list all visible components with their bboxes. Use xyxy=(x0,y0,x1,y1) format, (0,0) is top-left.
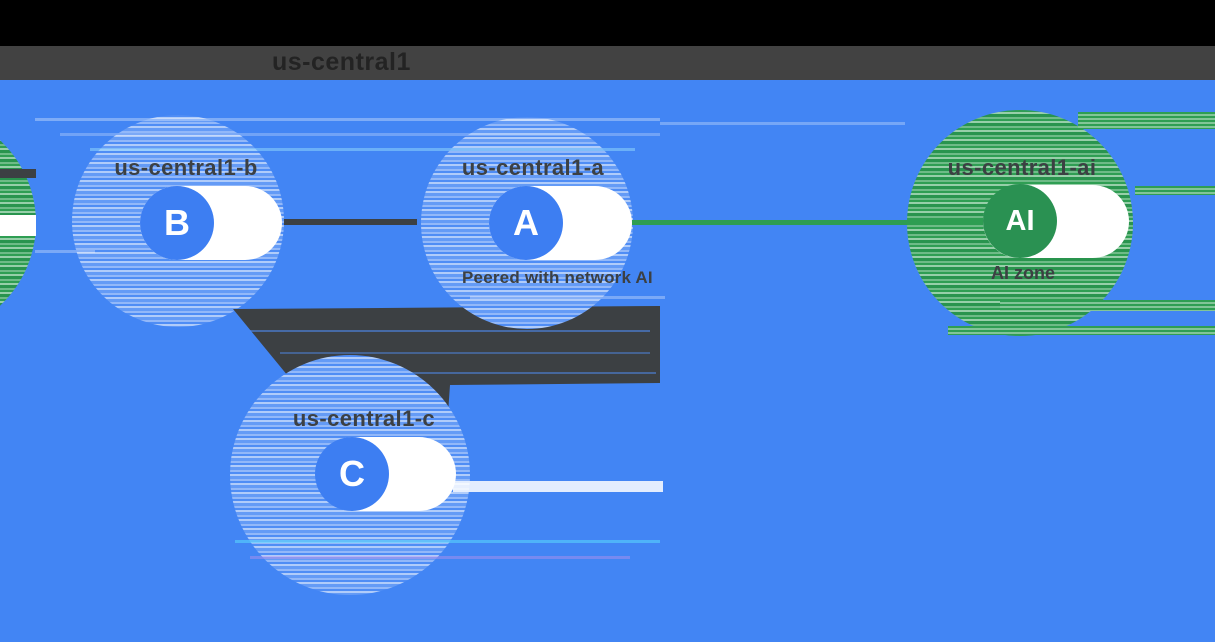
artifact-stripe xyxy=(250,556,630,559)
zone-b-label: us-central1-b xyxy=(114,155,258,180)
artifact-stripe xyxy=(235,540,660,543)
zone-ai-label: us-central1-ai xyxy=(947,155,1097,180)
region-title-bar xyxy=(0,46,1215,80)
zone-ai-node: AI xyxy=(983,184,1057,258)
peering-label: Peered with network AI xyxy=(462,268,653,287)
artifact-stripe xyxy=(60,133,660,136)
zone-a-node: A xyxy=(489,186,563,260)
artifact-stripe xyxy=(453,481,663,492)
zone-ai-letter: AI xyxy=(1005,204,1035,237)
green-edge-band xyxy=(1000,300,1215,311)
artifact-stripe xyxy=(90,148,635,151)
left-edge-zone-label-fragment xyxy=(0,169,36,178)
zone-c-label: us-central1-c xyxy=(292,406,436,431)
zone-b-node: B xyxy=(140,186,214,260)
artifact-stripe xyxy=(35,250,95,253)
artifact-stripe xyxy=(660,122,905,125)
left-edge-zone-pill-fragment xyxy=(0,215,36,236)
dark-mass-shape xyxy=(233,306,660,428)
link-b-to-a xyxy=(284,219,417,225)
green-edge-band xyxy=(1135,186,1215,195)
zone-ai-sublabel: AI zone xyxy=(990,263,1055,283)
green-edge-band xyxy=(1078,112,1215,129)
artifact-stripe xyxy=(470,296,665,299)
zone-b-letter: B xyxy=(164,202,190,243)
zone-a-label: us-central1-a xyxy=(461,155,605,180)
green-edge-band xyxy=(948,326,1215,335)
artifact-stripe xyxy=(35,118,660,121)
zone-c-node: C xyxy=(315,437,389,511)
zone-c-letter: C xyxy=(339,453,365,494)
link-a-to-ai xyxy=(632,220,984,225)
zone-a-letter: A xyxy=(513,202,539,243)
top-black-strip xyxy=(0,0,1215,46)
region-title: us-central1 xyxy=(272,48,411,76)
